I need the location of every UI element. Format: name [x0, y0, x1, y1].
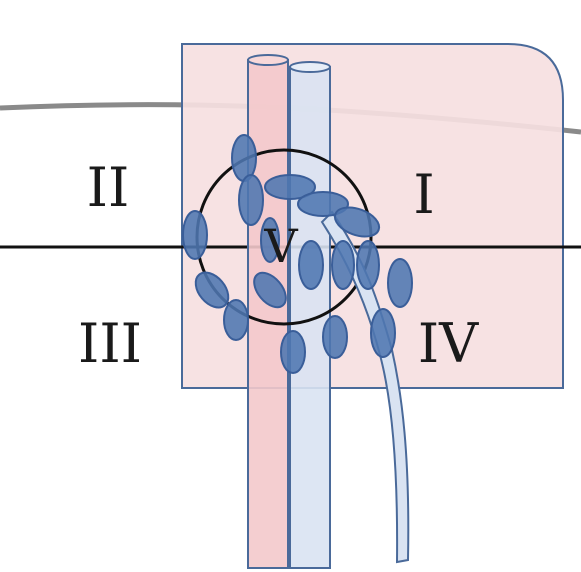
lymph-node — [387, 258, 413, 308]
artery-vessel — [247, 54, 289, 569]
region-label-i: I — [413, 163, 434, 226]
lymph-node — [356, 240, 380, 290]
lymph-node — [182, 210, 208, 260]
lymph-node — [223, 299, 249, 341]
lymph-node — [264, 174, 316, 200]
lymph-node — [333, 206, 381, 238]
region-label-v: V — [263, 219, 298, 273]
region-label-iv: IV — [418, 312, 479, 375]
lymph-node — [194, 271, 230, 309]
lymph-node — [331, 240, 355, 290]
region-label-ii: II — [87, 156, 130, 219]
lymph-node — [298, 240, 324, 290]
lymph-node — [260, 217, 280, 263]
lymph-nodes — [182, 134, 413, 374]
lymph-node — [370, 308, 396, 358]
lymph-node — [253, 271, 287, 309]
lymph-node — [297, 191, 349, 217]
region-label-iii: III — [78, 312, 142, 375]
lymph-node — [238, 174, 264, 226]
lymph-node — [280, 330, 306, 374]
lymph-node — [231, 134, 257, 182]
lymph-node — [322, 315, 348, 359]
